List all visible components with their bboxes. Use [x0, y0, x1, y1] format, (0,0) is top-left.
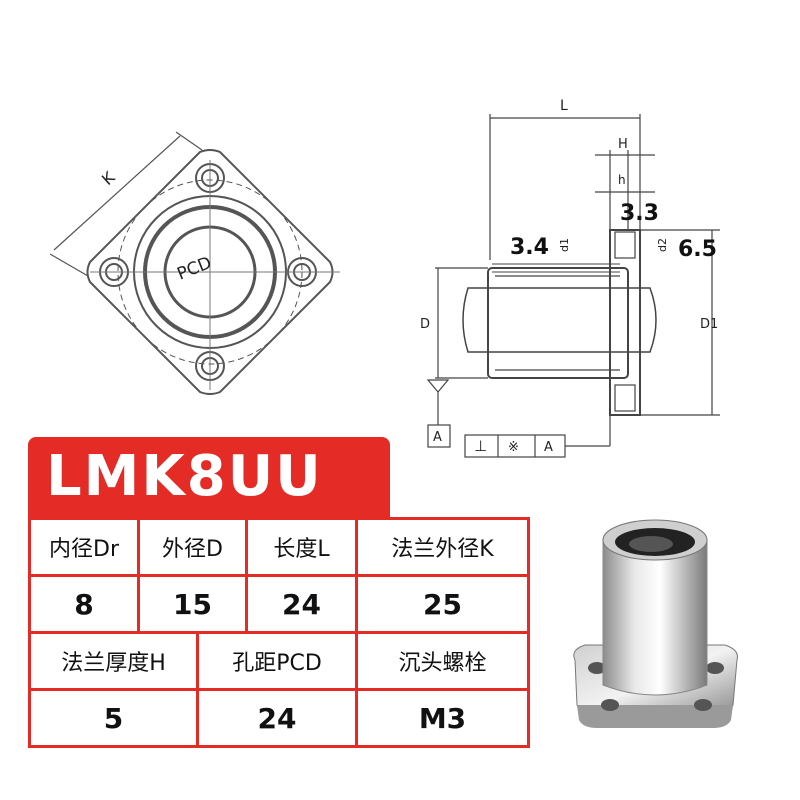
- flange-section: [609, 229, 641, 416]
- center-lines: [90, 160, 340, 390]
- header-flange-diameter: 法兰外径K: [391, 537, 494, 562]
- spec-table: 内径Dr 外径D 长度L 法兰外径K 8 15 24 25 法兰厚度H 孔距PC…: [28, 517, 530, 748]
- counterbore-bottom: [614, 384, 636, 412]
- product-photo: [573, 519, 738, 728]
- flange-front-view-drawing: K PCD: [49, 131, 340, 395]
- d2-value: 6.5: [678, 237, 717, 262]
- tolerance-datum-label: A: [544, 440, 553, 455]
- datum-a-box: [427, 424, 451, 448]
- datum-triangle: [426, 379, 450, 393]
- shaft: [462, 287, 657, 353]
- header-length: 长度L: [273, 537, 330, 562]
- d2-label: d2: [656, 238, 669, 252]
- d1-outer-label: D1: [700, 317, 718, 332]
- photo-bolt-hole-1: [588, 662, 606, 674]
- title-banner: [28, 437, 390, 519]
- small-h-label: h: [618, 173, 626, 187]
- photo-bolt-hole-3: [601, 699, 619, 711]
- ball-row: [492, 263, 620, 273]
- l-label: L: [560, 98, 568, 114]
- flange-edge: [577, 705, 733, 728]
- model-title: LMK8UU: [46, 444, 323, 509]
- value-hole-pitch: 24: [257, 701, 297, 735]
- bearing-side-view-drawing: L H h 3.3 3.4 d1 d2 6.5 D D1 A ⊥ ※ A: [420, 98, 720, 458]
- tolerance-symbol: ※: [508, 440, 519, 455]
- header-outer-diameter: 外径D: [162, 537, 223, 562]
- cylinder-body: [602, 539, 708, 696]
- ball-retainer: [629, 536, 673, 552]
- d1-label: d1: [558, 238, 571, 252]
- h-label: H: [618, 137, 628, 152]
- header-inner-diameter: 内径Dr: [49, 537, 119, 562]
- k-dimension-line: [49, 131, 203, 277]
- counterbore-top: [614, 231, 636, 259]
- perpendicularity-symbol: ⊥: [474, 437, 487, 455]
- photo-bolt-hole-4: [694, 699, 712, 711]
- d-label: D: [420, 317, 430, 332]
- header-flange-thickness: 法兰厚度H: [61, 651, 166, 676]
- value-flange-thickness: 5: [103, 701, 124, 735]
- h-value: 3.3: [620, 201, 659, 226]
- value-length: 24: [282, 587, 321, 621]
- pcd-label: PCD: [174, 253, 214, 285]
- d1-value: 3.4: [510, 235, 549, 260]
- header-countersunk-bolt: 沉头螺栓: [398, 651, 487, 676]
- header-hole-pitch: 孔距PCD: [232, 651, 322, 676]
- value-countersunk-bolt: M3: [418, 701, 467, 735]
- k-label: K: [98, 167, 119, 188]
- photo-bolt-hole-2: [706, 662, 724, 674]
- value-inner-diameter: 8: [74, 587, 94, 621]
- datum-a-label: A: [433, 430, 442, 445]
- bearing-body: [487, 267, 629, 379]
- value-flange-diameter: 25: [423, 587, 462, 621]
- value-outer-diameter: 15: [173, 587, 212, 621]
